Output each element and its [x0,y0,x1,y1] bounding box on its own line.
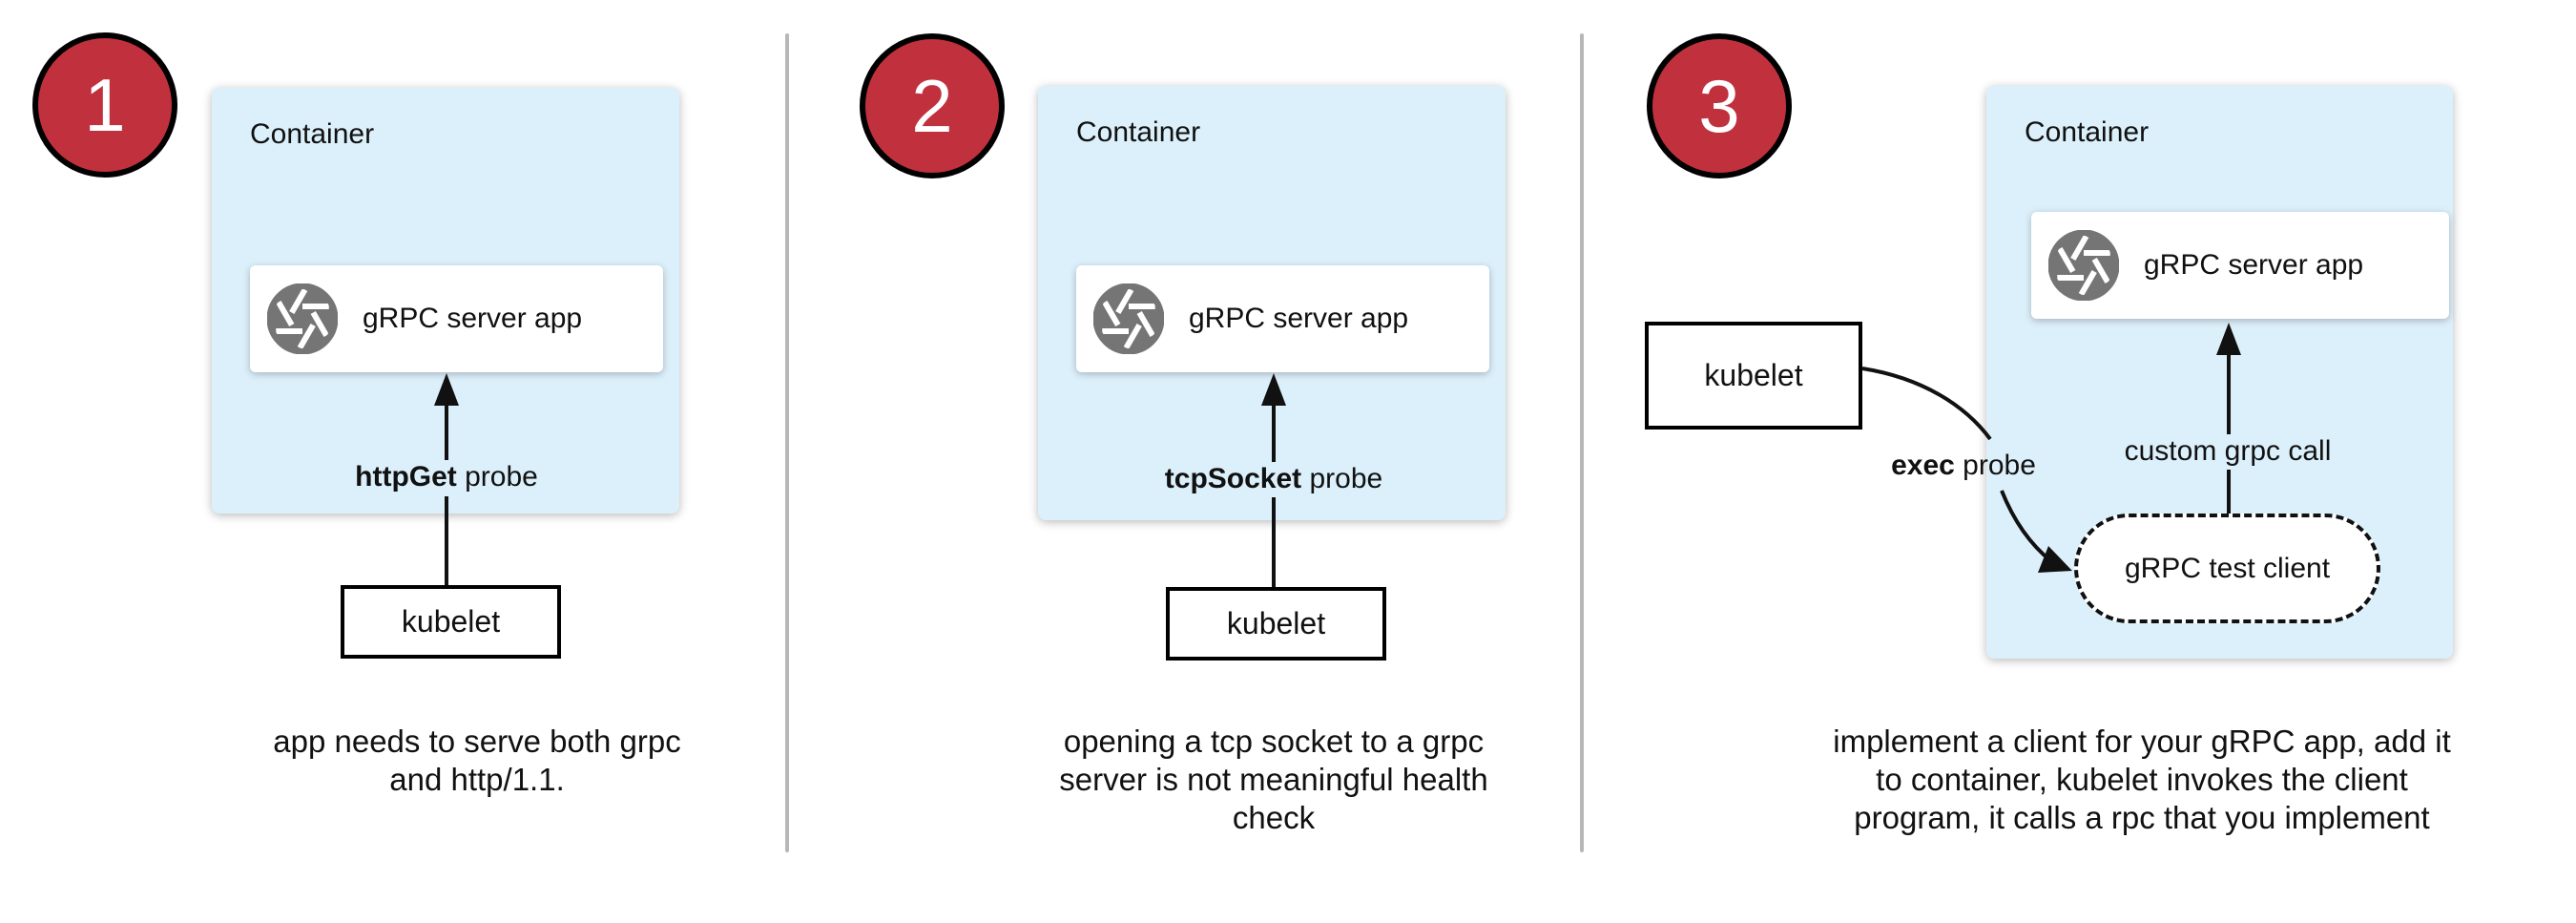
grpc-server-app-label-1: gRPC server app [363,303,583,334]
caption-3-line-2: to container, kubelet invokes the client [1876,762,2408,797]
caption-2-line-1: opening a tcp socket to a grpc [1063,724,1485,759]
probe-label-1: httpGet probe [355,461,538,493]
caption-1-line-2: and http/1.1. [389,762,565,797]
grpc-test-client-node: gRPC test client [2074,514,2380,623]
grpc-server-app-node-1: gRPC server app [250,265,663,372]
grpc-server-app-node-3: gRPC server app [2031,212,2449,319]
step-1-badge: 1 [32,32,177,178]
kubelet-label-1: kubelet [401,604,501,639]
kubelet-label-3: kubelet [1704,358,1803,392]
caption-2-line-2: server is not meaningful health [1059,762,1488,797]
step-3-badge: 3 [1647,33,1792,178]
grpc-server-app-label-2: gRPC server app [1189,303,1409,334]
caption-2-line-3: check [1232,800,1316,835]
step-2-number: 2 [911,64,953,148]
grpc-server-app-node-2: gRPC server app [1076,265,1489,372]
probe-type-3: exec [1891,450,1955,481]
aperture-icon [2048,230,2119,301]
kubelet-node-2: kubelet [1166,587,1386,661]
probe-word-1: probe [456,461,538,493]
caption-3-line-3: program, it calls a rpc that you impleme… [1854,800,2430,835]
exec-probe-curve-upper [1861,367,1992,441]
grpc-server-app-label-3: gRPC server app [2144,249,2364,281]
aperture-icon [1093,283,1164,354]
caption-3-line-1: implement a client for your gRPC app, ad… [1833,724,2451,759]
caption-2: opening a tcp socket to a grpc server is… [1059,723,1487,837]
probe-word-3: probe [1954,450,2036,481]
probe-word-2: probe [1301,463,1383,494]
caption-3: implement a client for your gRPC app, ad… [1833,723,2450,837]
panel-divider-2 [1580,33,1584,852]
probe-type-2: tcpSocket [1164,463,1302,494]
probe-label-3: exec probe [1891,450,2036,482]
panel-divider-1 [785,33,789,852]
probe-label-2: tcpSocket probe [1165,463,1382,495]
step-3-number: 3 [1698,64,1740,148]
caption-1: app needs to serve both grpc and http/1.… [273,723,680,799]
kubelet-label-2: kubelet [1226,606,1326,640]
custom-grpc-call-label: custom grpc call [2124,435,2332,467]
grpc-test-client-label: gRPC test client [2124,552,2331,584]
caption-1-line-1: app needs to serve both grpc [273,724,681,759]
container-label-3: Container [2025,116,2150,148]
kubelet-node-1: kubelet [341,585,561,659]
aperture-icon [267,283,338,354]
step-2-badge: 2 [860,33,1005,178]
probe-type-1: httpGet [355,461,457,493]
kubelet-node-3: kubelet [1645,322,1862,430]
step-1-number: 1 [84,63,126,147]
container-label-1: Container [250,118,375,150]
container-label-2: Container [1076,116,1201,148]
